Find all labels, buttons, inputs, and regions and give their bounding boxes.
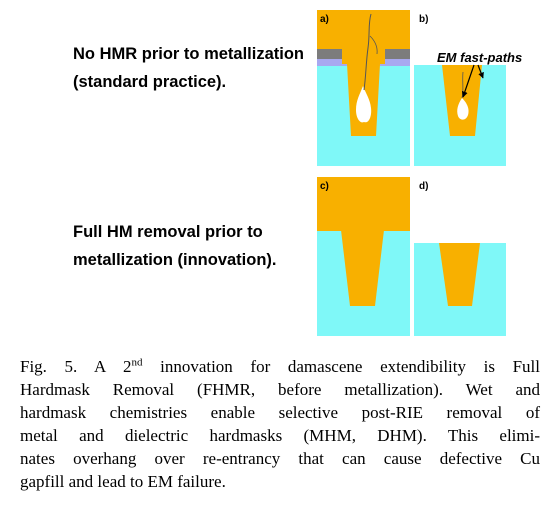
row-label-innovation-line2: metallization (innovation).: [73, 251, 277, 269]
panel-a: a): [317, 10, 410, 166]
panel-c-overburden: [317, 177, 410, 231]
panel-b-label: b): [419, 14, 428, 25]
row-label-standard-line2: (standard practice).: [73, 73, 227, 91]
panel-d-trench-fill: [439, 243, 480, 306]
process-diagram: a) b) EM fast-paths c) d): [317, 10, 522, 336]
row-label-standard: No HMR prior to metallization (standard …: [73, 40, 304, 96]
panel-b: b) EM fast-paths: [414, 14, 522, 166]
row-label-innovation: Full HM removal prior to metallization (…: [73, 218, 277, 274]
caption-line-3: hardmask chemistries enable selective po…: [20, 403, 540, 422]
panel-d: d): [414, 181, 506, 336]
panel-c-label: c): [320, 181, 329, 192]
caption-line-2: Hardmask Removal (FHMR, before metalliza…: [20, 380, 540, 399]
caption-line-1: Fig. 5. A 2nd innovation for damascene e…: [20, 356, 540, 376]
panel-a-label: a): [320, 14, 329, 25]
caption-line-4: metal and dielectric hardmasks (MHM, DHM…: [20, 426, 540, 445]
row-label-standard-line1: No HMR prior to metallization: [73, 45, 304, 63]
em-fast-path-arrow-right: [477, 64, 484, 79]
em-fast-path-arrow-left: [461, 64, 475, 98]
row-label-innovation-line1: Full HM removal prior to: [73, 223, 263, 241]
panel-c-trench-fill: [341, 230, 384, 306]
panel-b-void: [457, 98, 469, 120]
panel-d-label: d): [419, 181, 428, 192]
panel-a-void: [356, 86, 372, 123]
caption-line-5: nates overhang over re-entrancy that can…: [20, 449, 540, 468]
panel-a-seam: [363, 13, 372, 91]
caption-line-6: gapfill and lead to EM failure.: [20, 472, 226, 491]
panel-a-overburden: [317, 10, 410, 49]
panel-c: c): [317, 177, 410, 336]
panel-a-seam-branch: [369, 35, 378, 55]
em-fast-paths-annotation: EM fast-paths: [437, 50, 522, 65]
figure-caption: Fig. 5. A 2nd innovation for damascene e…: [20, 355, 540, 493]
